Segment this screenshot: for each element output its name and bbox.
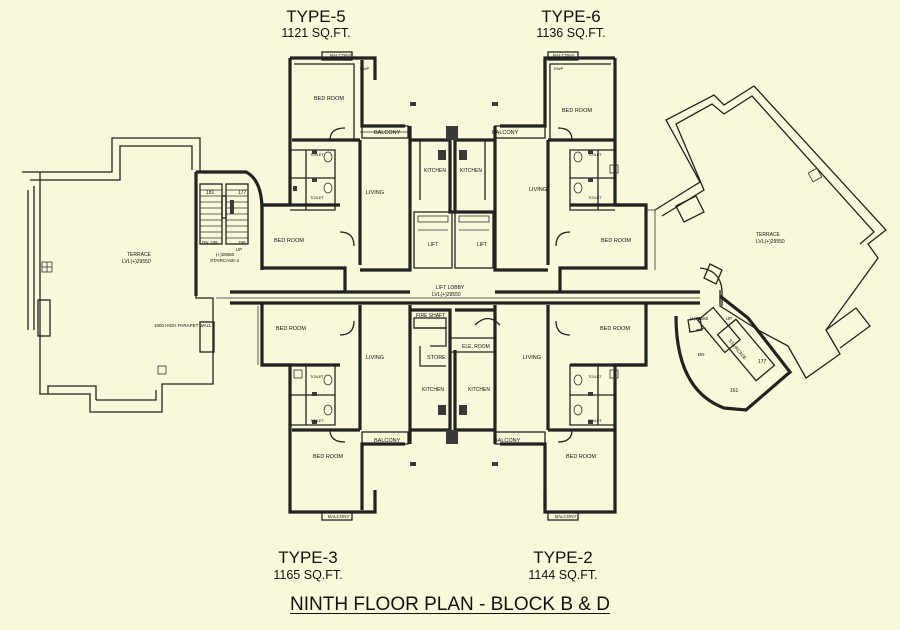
label-toilet: TOILET (588, 418, 602, 423)
type6-area: 1136 SQ.FT. (536, 26, 606, 40)
type3-area: 1165 SQ.FT. (273, 568, 343, 582)
label-fire-shaft: FIRE SHAFT (416, 313, 445, 319)
type5-title: TYPE-5 (286, 7, 346, 26)
label-stair-level: (+)29550 (690, 316, 709, 321)
label-up: UP (236, 247, 242, 252)
label-balcony: BALCONY (555, 514, 577, 519)
label-stair-step: 177 (238, 190, 247, 196)
label-terrace: TERRACE (756, 232, 781, 238)
unit-type5-walls (260, 51, 412, 292)
label-lobby-level: LVL(+)29550 (432, 292, 461, 298)
label-toilet: TOILET (588, 152, 602, 157)
label-staircase-4: STAIRCASE-4 (210, 258, 240, 263)
label-toilet: TOILET (310, 152, 324, 157)
label-kitchen: KITCHEN (424, 168, 446, 174)
label-rwp: RWP (554, 66, 564, 71)
label-terrace: TERRACE (127, 252, 152, 258)
label-living: LIVING (366, 355, 384, 361)
label-lift: LIFT (428, 242, 438, 248)
label-stair-step: 189 (210, 240, 218, 245)
label-store: STORE (427, 355, 446, 361)
label-stair-step: 161 (730, 388, 739, 394)
corridor (216, 267, 723, 306)
label-living: LIVING (523, 355, 541, 361)
label-bed-room: BED ROOM (313, 454, 343, 460)
label-balcony: BALCONY (492, 130, 519, 136)
label-ele-room: ELE. ROOM (462, 344, 490, 350)
label-toilet: TOILET (588, 374, 602, 379)
label-rwp: RWP (360, 66, 370, 71)
type2-title: TYPE-2 (533, 548, 593, 567)
label-toilet: TOILET (588, 195, 602, 200)
label-toilet: TOILET (310, 418, 324, 423)
core-bottom-walls (410, 308, 501, 466)
label-stair-step: 177 (758, 359, 767, 365)
label-balcony: BALCONY (374, 130, 401, 136)
label-bed-room: BED ROOM (274, 238, 304, 244)
left-terrace (22, 137, 215, 413)
unit-type2-walls (493, 303, 648, 521)
core-top-walls (410, 102, 498, 269)
right-terrace (646, 85, 887, 379)
label-kitchen: KITCHEN (460, 168, 482, 174)
label-bed-room: BED ROOM (314, 96, 344, 102)
label-parapet: 1000 HIGH PARAPET WALL (154, 323, 212, 328)
label-bed-room: BED ROOM (566, 454, 596, 460)
label-stair-step: 181 (206, 190, 215, 196)
label-balcony: BALCONY (328, 514, 350, 519)
label-living: LIVING (529, 187, 547, 193)
label-terrace-level: LVL(+)29550 (756, 239, 785, 245)
label-balcony: BALCONY (553, 53, 575, 58)
unit-type6-walls (493, 51, 648, 292)
label-stair-step: 190 (238, 240, 246, 245)
label-kitchen: KITCHEN (468, 387, 490, 393)
label-terrace-level: LVL(+)29550 (122, 259, 151, 265)
type6-title: TYPE-6 (541, 7, 601, 26)
type2-area: 1144 SQ.FT. (528, 568, 598, 582)
label-stair-level: (+)29550 (216, 252, 235, 257)
label-dn: DN (698, 352, 705, 357)
label-dn: DN (202, 240, 209, 245)
label-balcony: BALCONY (374, 438, 401, 444)
label-bed-room: BED ROOM (600, 326, 630, 332)
label-balcony: BALCONY (494, 438, 521, 444)
staircase-4-block (194, 170, 264, 296)
label-living: LIVING (366, 190, 384, 196)
label-bed-room: BED ROOM (562, 108, 592, 114)
label-lift-lobby: LIFT LOBBY (436, 285, 465, 291)
unit-type3-walls (257, 303, 412, 521)
type3-title: TYPE-3 (278, 548, 338, 567)
label-toilet: TOILET (310, 195, 324, 200)
label-up: UP (726, 316, 732, 321)
label-lift: LIFT (477, 242, 487, 248)
label-toilet: TOILET (310, 374, 324, 379)
plan-title: NINTH FLOOR PLAN - BLOCK B & D (290, 594, 610, 615)
label-kitchen: KITCHEN (422, 387, 444, 393)
label-bed-room: BED ROOM (276, 326, 306, 332)
label-balcony: BALCONY (330, 53, 352, 58)
type5-area: 1121 SQ.FT. (281, 26, 351, 40)
label-bed-room: BED ROOM (601, 238, 631, 244)
staircase-right-block (674, 263, 793, 412)
